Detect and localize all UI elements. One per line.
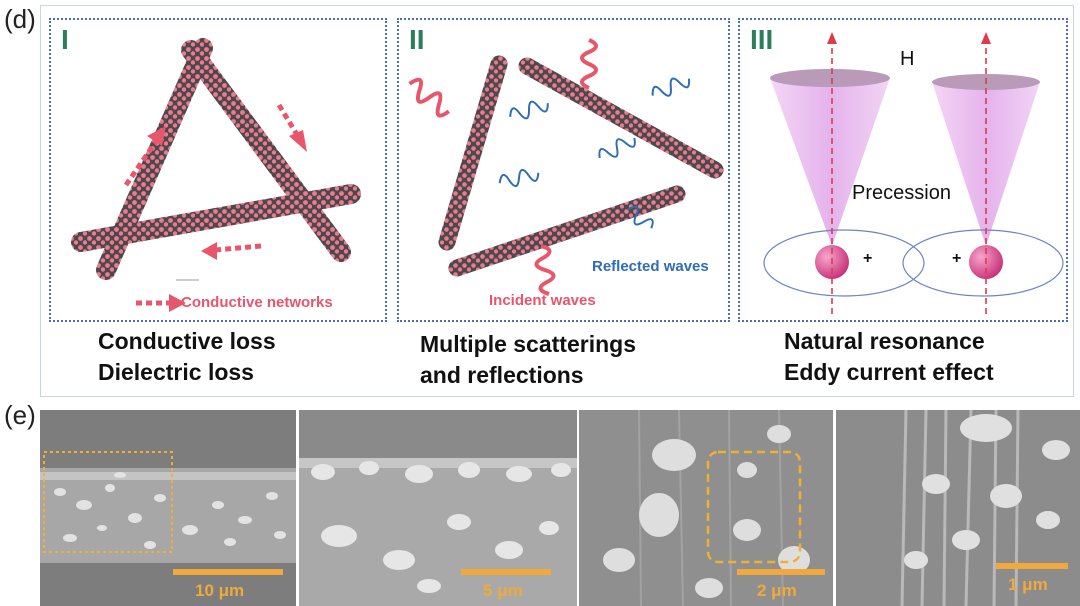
scale-bar (737, 569, 825, 575)
panel-numeral-i: I (61, 24, 69, 55)
sem-image-1: 10 μm (40, 410, 296, 606)
legend-conductive-networks: Conductive networks (181, 294, 333, 311)
sem-image-3: 2 μm (579, 410, 833, 606)
subpanel-iii: III (738, 18, 1068, 322)
field-label-h: H (900, 48, 915, 70)
caption-panel-iii: Natural resonance Eddy current effect (784, 328, 994, 385)
panel-numeral-iii: III (750, 24, 774, 55)
sem-image-4: 1 μm (836, 410, 1080, 606)
scale-bar (173, 569, 283, 575)
scale-bar-label: 5 μm (483, 581, 523, 600)
panel-numeral-ii: II (409, 24, 425, 55)
eddy-loop (763, 229, 925, 297)
arrowheads-icon (147, 126, 307, 312)
reflected-wave (627, 205, 654, 229)
scale-bar-label: 2 μm (757, 581, 797, 600)
subpanel-i: I (49, 18, 387, 322)
reflected-wave (509, 100, 549, 120)
scattering-diagram (408, 38, 724, 296)
scale-bar-label: 10 μm (195, 581, 244, 600)
scale-bar (996, 563, 1068, 569)
panel-label-e: (e) (4, 400, 36, 430)
caption-panel-i: Conductive loss Dielectric loss (98, 328, 276, 385)
eddy-loop (902, 229, 1064, 297)
nanofiber (518, 57, 724, 179)
label-precession: Precession (852, 182, 951, 204)
incident-wave (580, 38, 598, 90)
reflected-wave (498, 168, 540, 188)
figure-d-frame: I (40, 5, 1074, 397)
reflected-wave (598, 137, 636, 159)
precession-diagram (763, 32, 1064, 314)
plus-sign: + (863, 250, 873, 267)
scale-bar-label: 1 μm (1008, 575, 1048, 594)
caption-panel-ii: Multiple scatterings and reflections (420, 331, 636, 388)
zoom-region-box (706, 450, 802, 564)
precession-cone (770, 78, 890, 246)
scale-bar (461, 569, 551, 575)
sem-image-2: 5 μm (299, 410, 577, 606)
nanofiber (448, 185, 686, 277)
electron-flow-arrow (123, 103, 302, 306)
incident-wave (534, 244, 556, 296)
incident-wave (408, 77, 451, 118)
annotation-incident-waves: Incident waves (489, 292, 596, 309)
reflected-wave (651, 77, 691, 97)
annotation-reflected-waves: Reflected waves (592, 258, 709, 275)
nanofiber (438, 55, 508, 251)
panel-label-d: (d) (4, 4, 36, 34)
conductive-network-diagram (71, 38, 361, 312)
nanofiber (71, 184, 361, 252)
nanofiber (181, 40, 351, 262)
subpanel-ii: II Reflected waves Inciden (397, 18, 730, 322)
plus-sign: + (952, 250, 962, 267)
